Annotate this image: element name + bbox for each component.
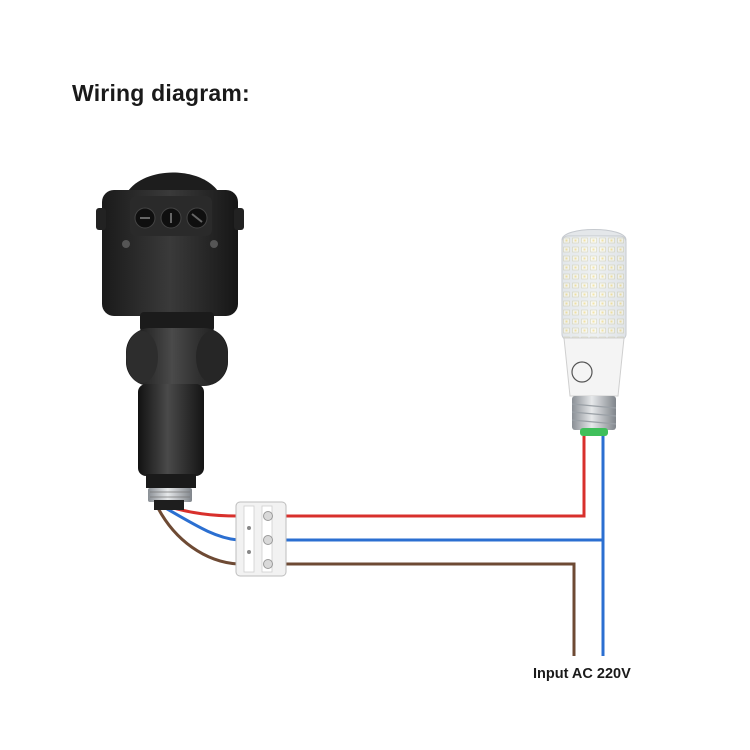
- time-knob: [134, 207, 156, 229]
- wire-brown: [156, 507, 576, 656]
- lux-knob: [160, 207, 182, 229]
- input-ac-label: Input AC 220V: [533, 666, 631, 682]
- diagram-title: Wiring diagram:: [72, 80, 250, 106]
- wire-blue: [161, 436, 605, 656]
- wire-red: [159, 436, 586, 518]
- led-bulb: [561, 229, 627, 436]
- terminal-block: [235, 501, 287, 577]
- sens-knob: [186, 207, 208, 229]
- pir-sensor: [96, 172, 244, 510]
